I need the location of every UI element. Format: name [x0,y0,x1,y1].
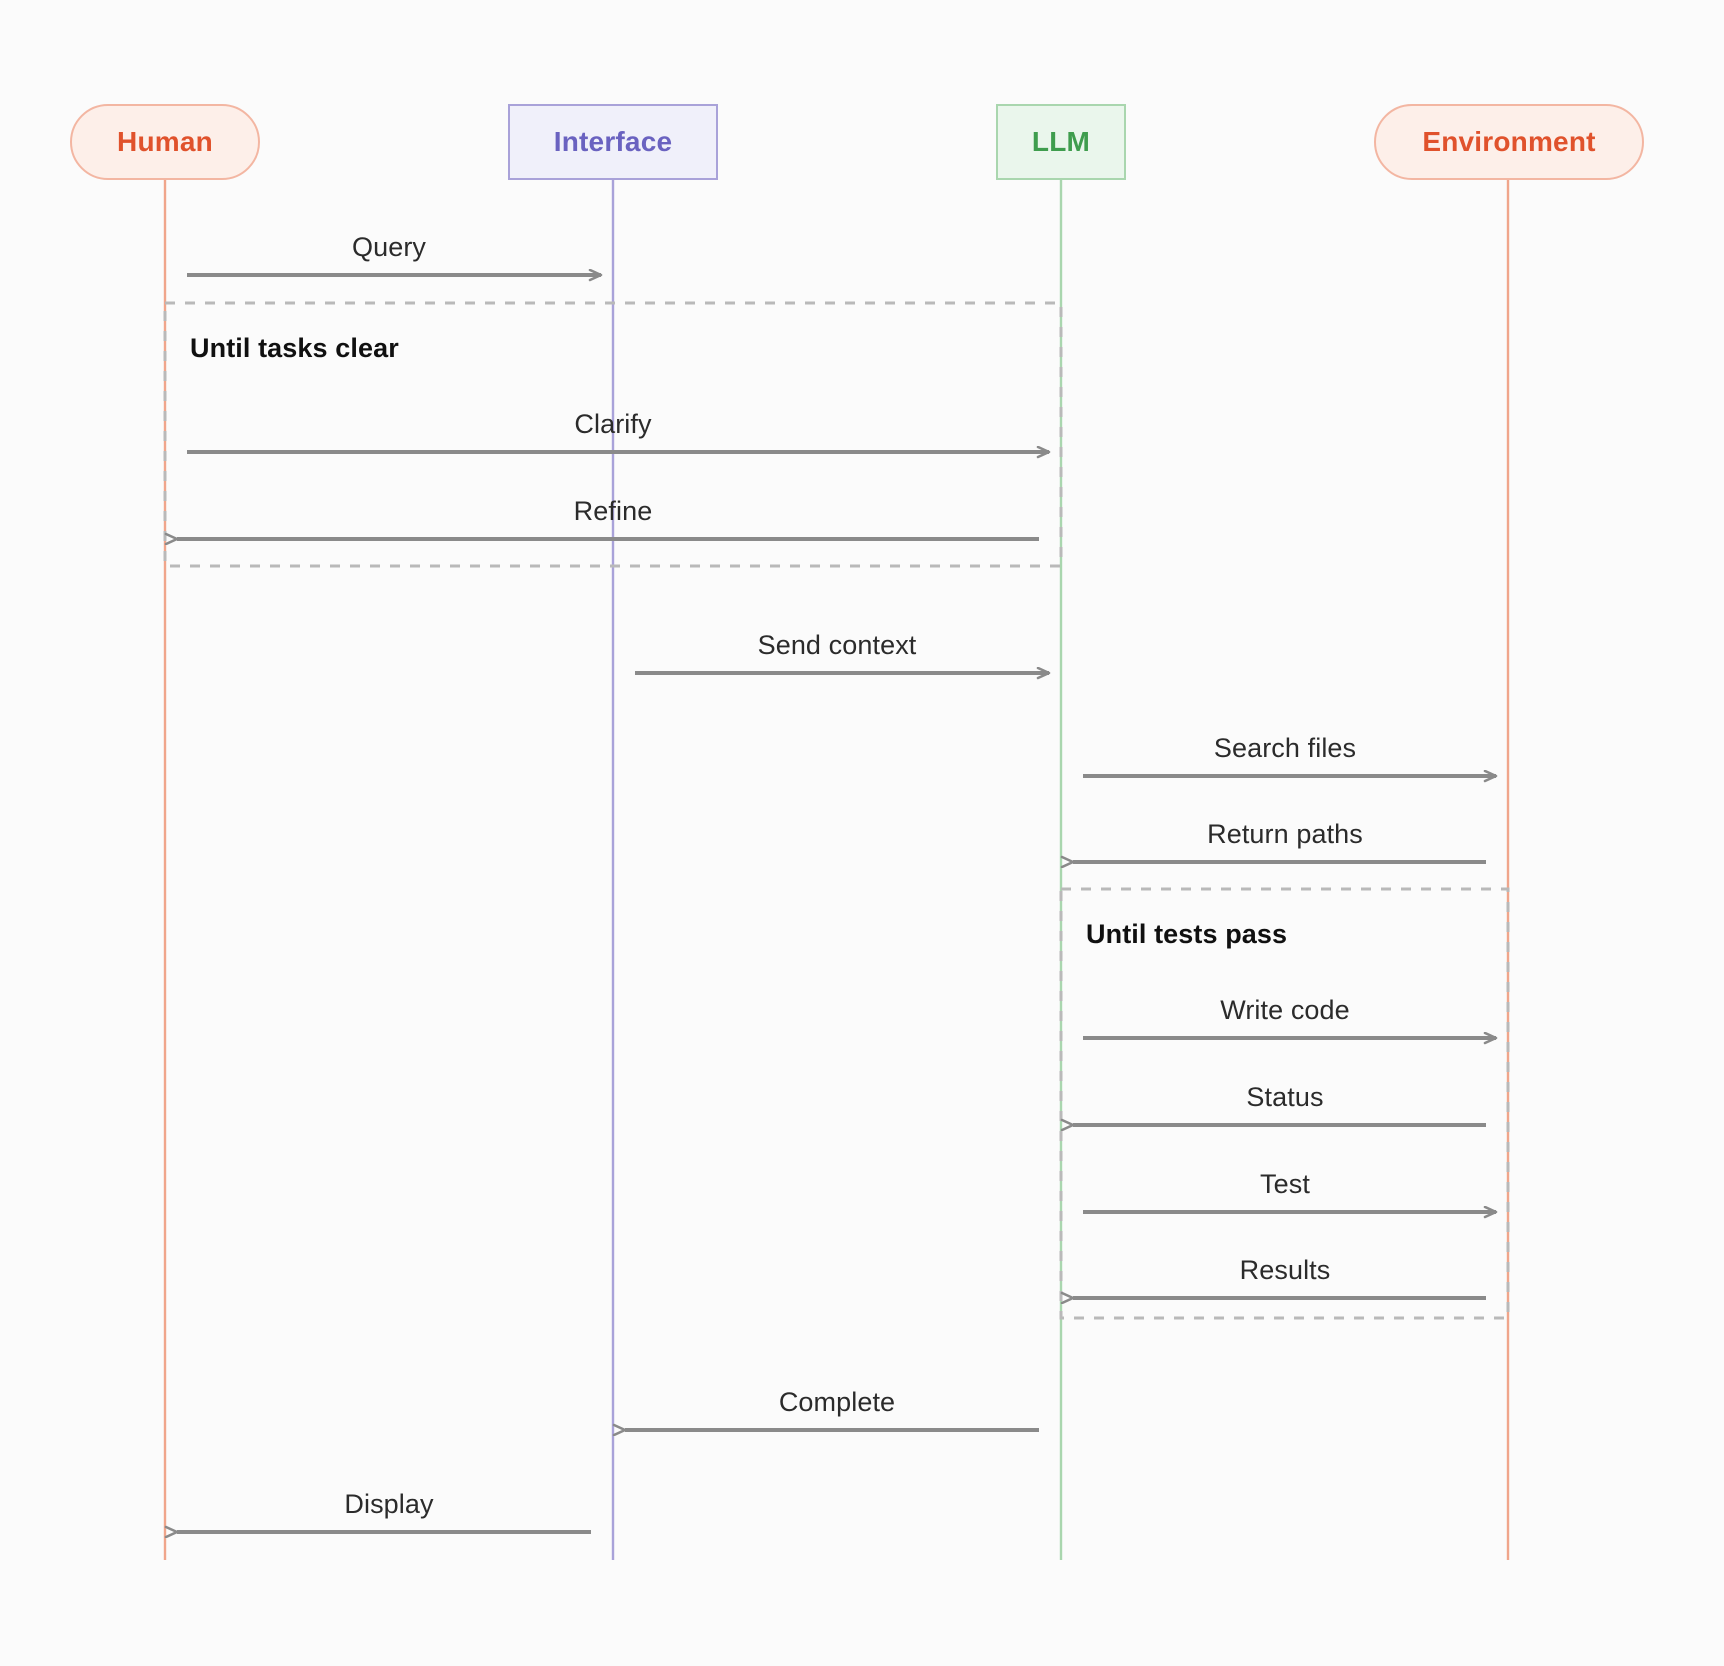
lifelines-group [163,180,1510,1560]
message-label-results: Results [1239,1255,1331,1285]
message-label-status: Status [1246,1082,1324,1112]
message-label-send-context: Send context [757,630,917,660]
message-label-complete: Complete [778,1387,896,1417]
message-label-test: Test [1260,1169,1310,1199]
participant-label-interface: Interface [553,126,673,157]
participant-box-llm[interactable]: LLM [996,104,1126,180]
participant-box-interface[interactable]: Interface [508,104,718,180]
participant-box-human[interactable]: Human [70,104,260,180]
participant-label-environment: Environment [1422,126,1596,157]
loop-label-until-tests-pass: Until tests pass [1086,919,1288,949]
message-label-query: Query [351,232,427,262]
participant-label-human: Human [117,126,213,157]
message-label-return-paths: Return paths [1207,819,1363,849]
loop-fragment-until-tasks-clear [163,301,1063,568]
participant-label-llm: LLM [1031,126,1091,157]
message-label-refine: Refine [573,496,653,526]
message-label-search-files: Search files [1213,733,1357,763]
loop-fragment-until-tests-pass [1059,887,1510,1320]
message-label-display: Display [344,1489,434,1519]
loop-label-until-tasks-clear: Until tasks clear [190,333,399,363]
message-label-write-code: Write code [1220,995,1350,1025]
message-label-clarify: Clarify [574,409,652,439]
participant-box-environment[interactable]: Environment [1374,104,1644,180]
message-arrows-group [177,275,1496,1532]
loop-fragments-group [163,301,1510,1320]
